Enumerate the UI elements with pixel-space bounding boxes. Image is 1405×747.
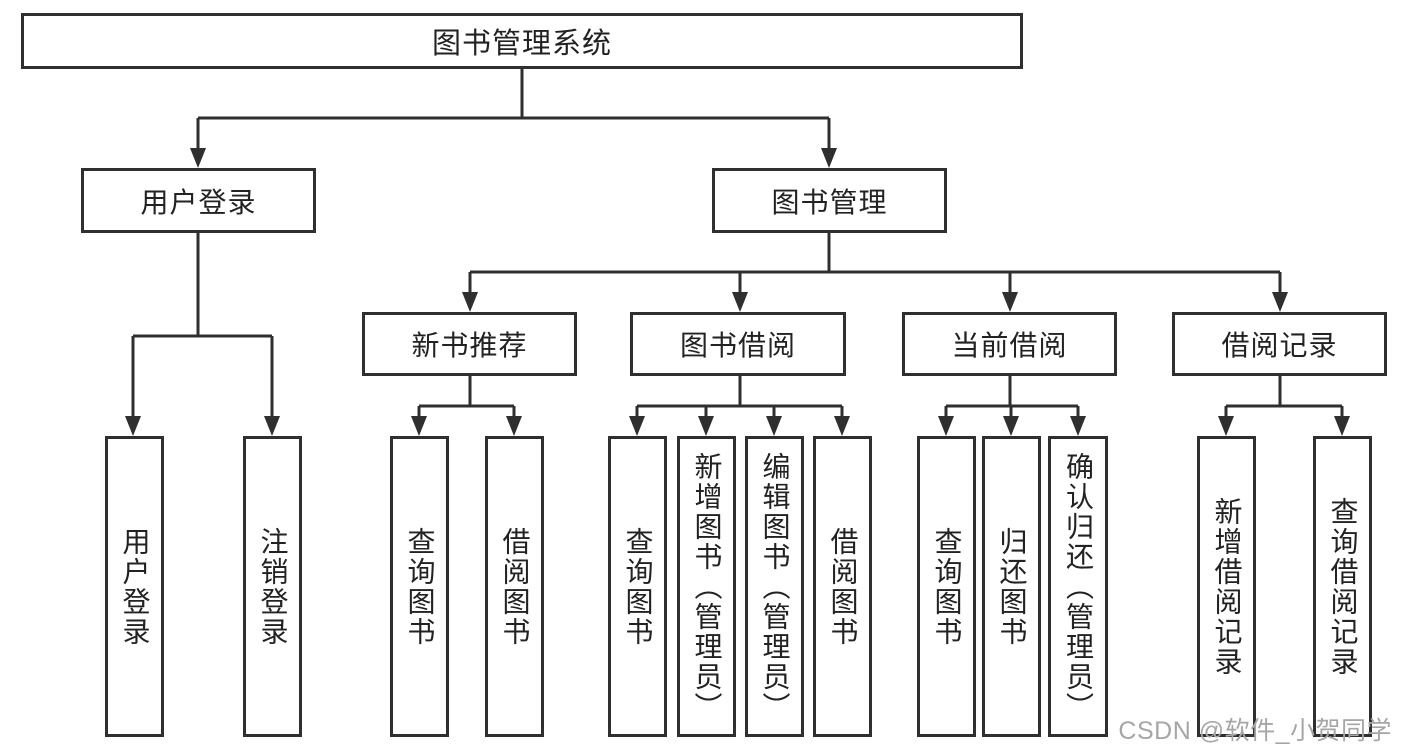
arrow-down	[834, 416, 850, 436]
connector-line	[196, 68, 831, 150]
leaf-borrow-add-books-admin: 新增图书（管理员）	[677, 436, 736, 737]
node-label: 用户登录	[140, 186, 257, 218]
connector-line	[635, 376, 844, 418]
arrow-down	[938, 416, 954, 436]
node-label: 图书管理	[771, 186, 888, 218]
node-current-borrow: 当前借阅	[902, 312, 1117, 376]
arrow-down	[411, 416, 427, 436]
leaf-records-add-record: 新增借阅记录	[1197, 436, 1256, 737]
leaf-newrec-query-books: 查询图书	[390, 436, 449, 737]
connector-line	[944, 376, 1080, 418]
node-library-system: 图书管理系统	[21, 13, 1023, 69]
connector-user-login-branch	[125, 233, 280, 436]
node-label: 查询借阅记录	[1327, 496, 1359, 677]
leaf-logout: 注销登录	[243, 436, 302, 737]
node-label: 编辑图书（管理员）	[759, 451, 791, 722]
node-label: 确认归还（管理员）	[1063, 451, 1094, 722]
node-borrow-records: 借阅记录	[1172, 312, 1387, 376]
arrow-down	[1334, 416, 1350, 436]
node-label: 新增借阅记录	[1211, 496, 1243, 677]
arrow-down	[125, 416, 141, 436]
arrow-down	[1272, 292, 1288, 312]
connector-line	[417, 376, 516, 418]
leaf-borrow-edit-books-admin: 编辑图书（管理员）	[745, 436, 804, 737]
node-label: 用户登录	[119, 526, 151, 647]
leaf-newrec-borrow-books: 借阅图书	[485, 436, 544, 737]
leaf-current-return-books: 归还图书	[982, 436, 1041, 737]
connector-borrow-records-branch	[1218, 376, 1350, 436]
arrow-down	[1070, 416, 1086, 436]
connector-book-borrow-branch	[629, 376, 850, 436]
csdn-watermark: CSDN @软件_小贺同学	[1118, 717, 1392, 745]
arrow-down	[698, 416, 714, 436]
connector-line	[131, 233, 274, 418]
leaf-records-query-record: 查询借阅记录	[1313, 436, 1372, 737]
node-label: 注销登录	[257, 526, 289, 647]
leaf-current-query-books: 查询图书	[917, 436, 976, 737]
connector-new-book-recommend-branch	[411, 376, 522, 436]
arrow-down	[1002, 292, 1018, 312]
node-label: 借阅记录	[1221, 330, 1338, 361]
arrow-down	[732, 292, 748, 312]
arrow-down	[766, 416, 782, 436]
node-label: 查询图书	[931, 526, 963, 647]
leaf-borrow-borrow-books: 借阅图书	[813, 436, 872, 737]
node-label: 借阅图书	[499, 526, 531, 647]
node-label: 借阅图书	[827, 526, 859, 647]
node-label: 图书借阅	[679, 330, 796, 361]
node-label: 新书推荐	[411, 330, 528, 361]
arrow-down	[190, 148, 206, 168]
node-user-login: 用户登录	[81, 168, 316, 233]
connector-root-to-level2	[190, 68, 837, 168]
node-label: 查询图书	[622, 526, 654, 647]
arrow-down	[1218, 416, 1234, 436]
arrow-down	[1003, 416, 1019, 436]
arrow-down	[264, 416, 280, 436]
node-label: 查询图书	[404, 526, 436, 647]
node-book-management: 图书管理	[712, 168, 947, 233]
arrow-down	[629, 416, 645, 436]
leaf-borrow-query-books: 查询图书	[608, 436, 667, 737]
arrow-down	[506, 416, 522, 436]
node-label: 当前借阅	[951, 330, 1068, 361]
connector-current-borrow-branch	[938, 376, 1086, 436]
arrow-down	[821, 148, 837, 168]
leaf-current-confirm-return-admin: 确认归还（管理员）	[1048, 436, 1108, 737]
leaf-user-login: 用户登录	[105, 436, 164, 737]
node-book-borrow: 图书借阅	[630, 312, 846, 376]
node-new-book-recommend: 新书推荐	[362, 312, 577, 376]
arrow-down	[462, 292, 478, 312]
connector-book-management-branch	[462, 233, 1288, 312]
connector-line	[1224, 376, 1344, 418]
node-label: 图书管理系统	[431, 28, 612, 60]
node-label: 新增图书（管理员）	[691, 451, 723, 722]
connector-line	[468, 233, 1282, 294]
node-label: 归还图书	[996, 526, 1028, 647]
